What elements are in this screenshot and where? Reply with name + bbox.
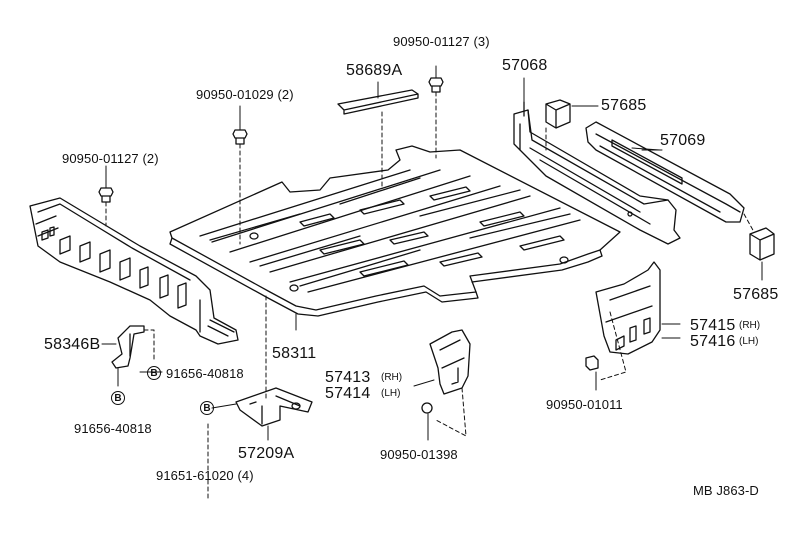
label-58346B: 58346B: [44, 336, 101, 353]
label-90950-01127-2: 90950-01127 (2): [62, 151, 159, 166]
bolt-90950-01127-2: [98, 187, 114, 203]
label-57414: 57414: [325, 385, 371, 402]
label-90950-01398: 90950-01398: [380, 447, 458, 462]
label-57416-side: (LH): [739, 336, 759, 347]
label-57413-side: (RH): [381, 372, 403, 383]
bracket-57415-57416: [595, 261, 661, 355]
leader-lines: [101, 65, 763, 441]
label-58311: 58311: [272, 345, 317, 362]
label-90950-01011: 90950-01011: [546, 397, 623, 412]
rail-57069: [585, 121, 745, 223]
b-marker-icon: B: [147, 366, 161, 380]
label-57416: 57416: [690, 333, 736, 350]
diagram-ref-code: MB J863-D: [693, 483, 759, 498]
b-marker-icon: B: [111, 391, 125, 405]
label-91651-61020-4: 91651-61020 (4): [156, 468, 254, 483]
bracket-57209A: [235, 387, 313, 427]
block-57685-top: [545, 99, 571, 129]
label-57685-top: 57685: [601, 97, 647, 114]
bolt-90950-01029-2: [232, 129, 248, 145]
label-91656-40818-b: 91656-40818: [74, 421, 152, 436]
assembly-dashed-lines: [105, 91, 755, 501]
floor-panel-58311: [169, 145, 621, 317]
bolt-90950-01127-3: [428, 77, 444, 93]
label-57068: 57068: [502, 57, 548, 74]
label-57415-side: (RH): [739, 320, 761, 331]
bar-58689A: [337, 89, 419, 115]
left-cross-member: [29, 197, 239, 345]
rail-57068: [513, 101, 681, 245]
label-90950-01029-2: 90950-01029 (2): [196, 87, 294, 102]
label-57685-bottom: 57685: [733, 286, 779, 303]
nut-90950-01011: [585, 355, 599, 371]
label-57069: 57069: [660, 132, 706, 149]
bracket-58346B: [111, 325, 145, 369]
label-58689A: 58689A: [346, 62, 403, 79]
label-57413: 57413: [325, 369, 371, 386]
block-57685-bottom: [749, 227, 775, 261]
b-marker-icon: B: [200, 401, 214, 415]
label-90950-01127-3: 90950-01127 (3): [393, 34, 490, 49]
nut-90950-01398: [421, 402, 433, 414]
label-57415: 57415: [690, 317, 736, 334]
label-57414-side: (LH): [381, 388, 401, 399]
bracket-57413-57414: [429, 329, 471, 395]
label-57209A: 57209A: [238, 445, 295, 462]
label-91656-40818-a: 91656-40818: [166, 366, 244, 381]
